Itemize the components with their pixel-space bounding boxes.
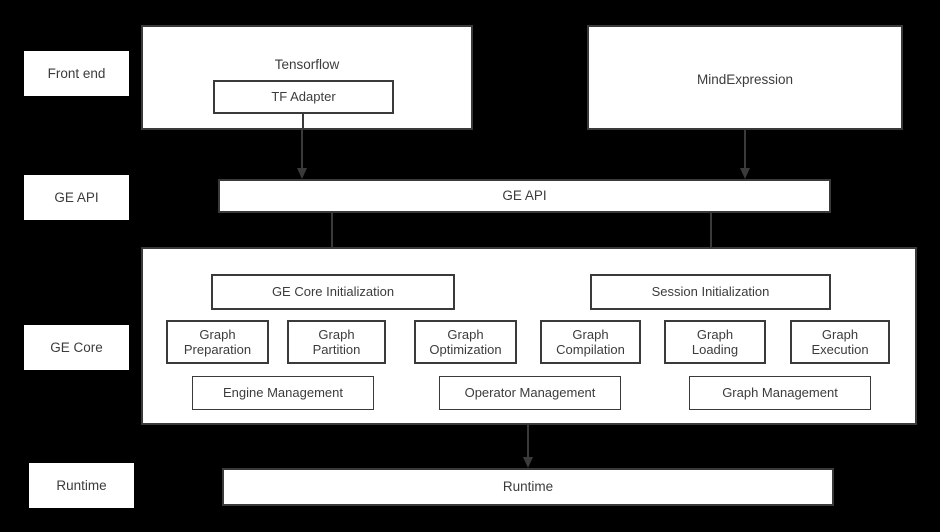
layer-label-ge-api: GE API [24, 175, 129, 220]
module-box-graph-compilation[interactable]: Graph Compilation [540, 320, 641, 364]
module-box-graph-partition[interactable]: Graph Partition [287, 320, 386, 364]
management-box-engine-management[interactable]: Engine Management [192, 376, 374, 410]
module-box-graph-execution[interactable]: Graph Execution [790, 320, 890, 364]
management-label: Graph Management [722, 385, 838, 401]
ge-api-bar[interactable]: GE API [218, 179, 831, 213]
layer-label-ge-core: GE Core [24, 325, 129, 370]
tensorflow-container: Tensorflow [141, 25, 473, 130]
layer-label-ge-core-text: GE Core [50, 339, 103, 355]
module-box-graph-loading[interactable]: Graph Loading [664, 320, 766, 364]
arrow-shaft [331, 213, 333, 265]
layer-label-front-end-text: Front end [47, 65, 106, 81]
arrow-ge-core-to-runtime [522, 425, 534, 468]
module-label: Graph Compilation [556, 326, 625, 357]
module-label: Graph Loading [691, 326, 739, 357]
ge-core-initialization-label: GE Core Initialization [271, 284, 395, 300]
layer-label-front-end: Front end [24, 51, 129, 96]
runtime-bar-label: Runtime [502, 479, 554, 495]
arrow-mindexpression-to-ge-api [739, 130, 751, 179]
mindexpression-container: MindExpression [587, 25, 903, 130]
module-label: Graph Execution [811, 326, 869, 357]
runtime-bar[interactable]: Runtime [222, 468, 834, 506]
module-box-graph-optimization[interactable]: Graph Optimization [414, 320, 517, 364]
module-box-graph-preparation[interactable]: Graph Preparation [166, 320, 269, 364]
management-label: Operator Management [464, 385, 596, 401]
arrow-shaft [527, 425, 529, 457]
ge-core-initialization-box[interactable]: GE Core Initialization [211, 274, 455, 310]
tf-adapter-box[interactable]: TF Adapter [213, 80, 394, 114]
layer-label-runtime: Runtime [29, 463, 134, 508]
management-box-graph-management[interactable]: Graph Management [689, 376, 871, 410]
module-label: Graph Optimization [429, 326, 502, 357]
module-label: Graph Partition [312, 326, 361, 357]
ge-api-bar-label: GE API [502, 188, 547, 204]
arrow-shaft [744, 130, 746, 168]
arrow-head-icon [739, 168, 750, 179]
layer-label-ge-api-text: GE API [54, 189, 99, 205]
arrow-tensorflow-to-ge-api [296, 130, 308, 179]
session-initialization-box[interactable]: Session Initialization [590, 274, 831, 310]
module-label: Graph Preparation [183, 326, 252, 357]
connector-tf-adapter-to-tensorflow-bottom [302, 114, 304, 130]
tensorflow-title: Tensorflow [274, 57, 340, 72]
layer-label-runtime-text: Runtime [56, 477, 107, 493]
tf-adapter-label: TF Adapter [271, 89, 336, 105]
arrow-head-icon [296, 168, 307, 179]
management-box-operator-management[interactable]: Operator Management [439, 376, 621, 410]
management-label: Engine Management [223, 385, 343, 401]
mindexpression-title: MindExpression [696, 72, 794, 87]
arrow-shaft [710, 213, 712, 265]
session-initialization-label: Session Initialization [651, 284, 770, 300]
arrow-head-icon [522, 457, 533, 468]
arrow-shaft [301, 130, 303, 168]
